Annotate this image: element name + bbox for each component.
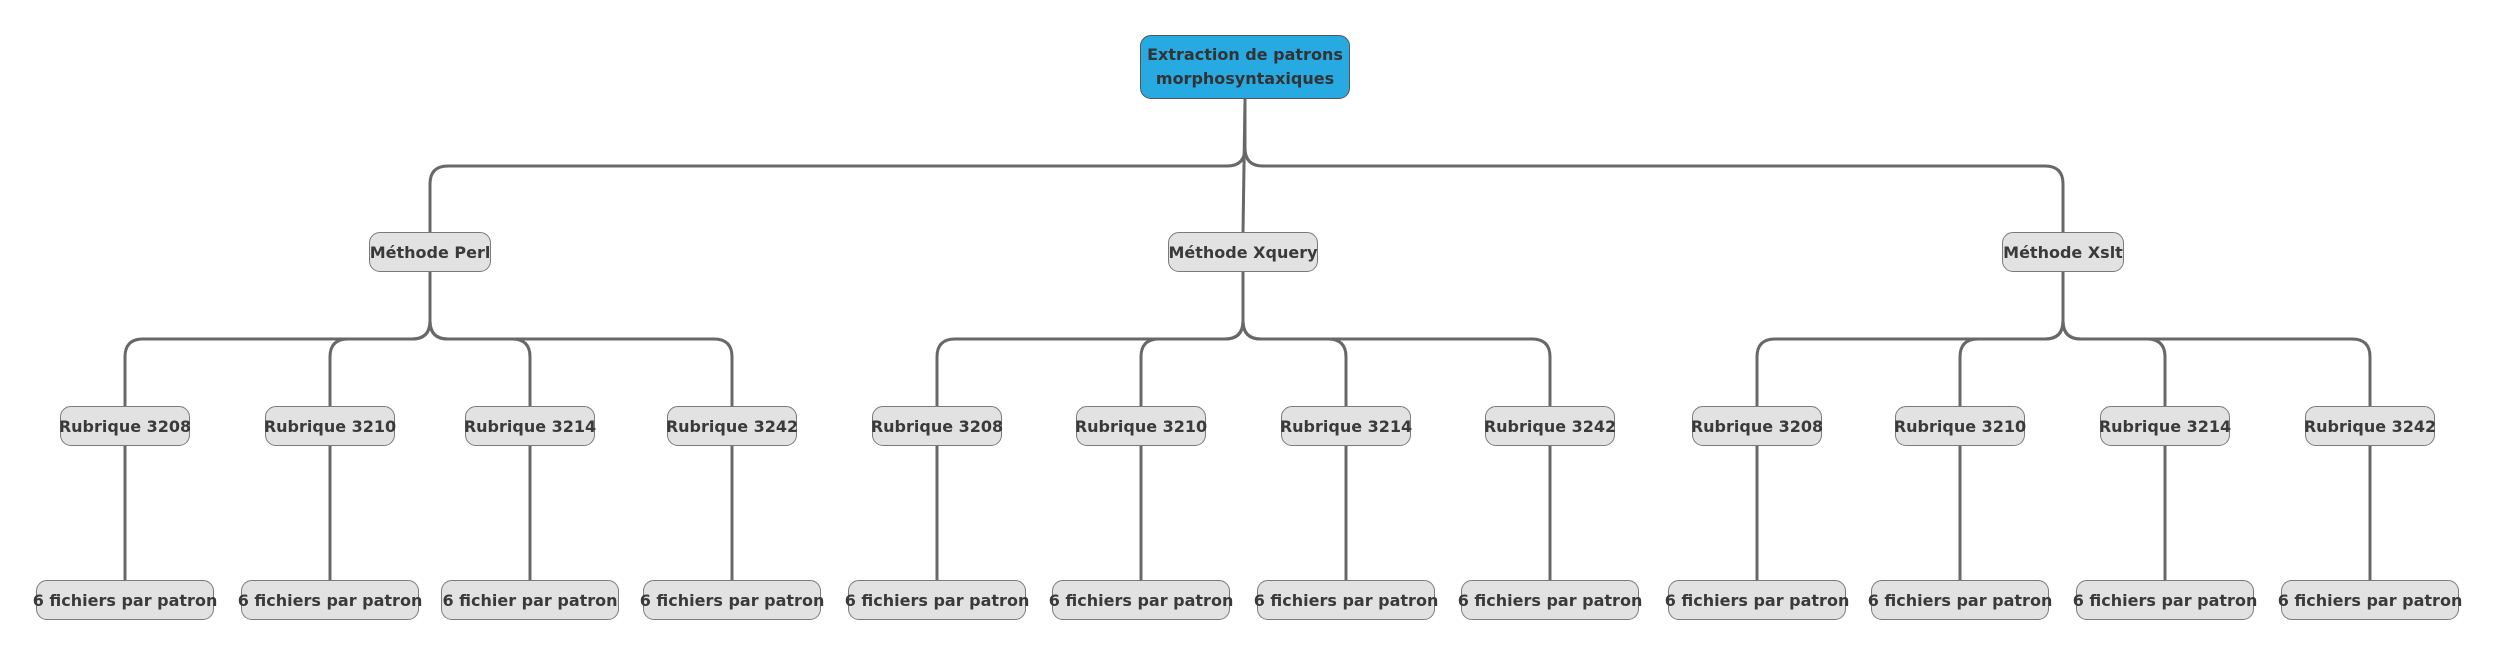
leaf-node: 6 fichiers par patron xyxy=(2073,580,2257,620)
method-to-rubrique-connector xyxy=(1139,272,1245,406)
method-node: Méthode Perl xyxy=(369,232,491,272)
leaf-node: 6 fichiers par patron xyxy=(1665,580,1849,620)
leaf-node: 6 fichiers par patron xyxy=(1868,580,2052,620)
leaf-node: 6 fichiers par patron xyxy=(640,580,824,620)
rubrique-node: Rubrique 3208 xyxy=(871,406,1003,446)
rubrique-node: Rubrique 3214 xyxy=(464,406,596,446)
rubrique-node: Rubrique 3242 xyxy=(1484,406,1616,446)
rubrique-node: Rubrique 3242 xyxy=(666,406,798,446)
method-node: Méthode Xslt xyxy=(2002,232,2124,272)
leaf-node: 6 fichiers par patron xyxy=(33,580,217,620)
method-to-rubrique-connector xyxy=(2061,272,2372,406)
method-to-rubrique-connector xyxy=(328,272,432,406)
rubrique-node: Rubrique 3214 xyxy=(2099,406,2231,446)
rubrique-node: Rubrique 3210 xyxy=(264,406,396,446)
method-node: Méthode Xquery xyxy=(1168,232,1318,272)
root-node: Extraction de patrons morphosyntaxiques xyxy=(1140,35,1350,99)
rubrique-node: Rubrique 3208 xyxy=(1691,406,1823,446)
leaf-node: 6 fichiers par patron xyxy=(1458,580,1642,620)
method-to-rubrique-connector xyxy=(428,272,734,406)
method-to-rubrique-connector xyxy=(1958,272,2065,406)
root-to-method-connector xyxy=(428,99,1247,232)
leaf-node: 6 fichiers par patron xyxy=(845,580,1029,620)
root-to-method-connector xyxy=(1243,99,2065,232)
leaf-node: 6 fichiers par patron xyxy=(2278,580,2462,620)
rubrique-node: Rubrique 3210 xyxy=(1075,406,1207,446)
leaf-node: 6 fichiers par patron xyxy=(238,580,422,620)
method-to-rubrique-connector xyxy=(1241,272,1552,406)
leaf-node: 6 fichiers par patron xyxy=(1049,580,1233,620)
rubrique-node: Rubrique 3214 xyxy=(1280,406,1412,446)
rubrique-node: Rubrique 3208 xyxy=(59,406,191,446)
rubrique-node: Rubrique 3242 xyxy=(2304,406,2436,446)
leaf-node: 6 fichiers par patron xyxy=(1254,580,1438,620)
rubrique-node: Rubrique 3210 xyxy=(1894,406,2026,446)
leaf-node: 6 fichier par patron xyxy=(441,580,619,620)
